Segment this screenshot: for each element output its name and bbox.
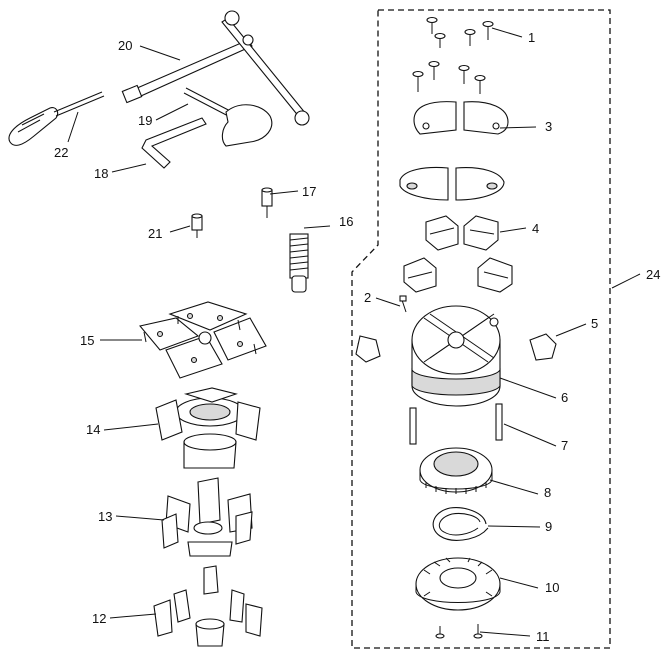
bevel-gear-8 <box>419 447 493 494</box>
callout-21: 21 <box>148 226 162 241</box>
pin-21 <box>191 213 203 238</box>
threaded-spindle-16 <box>289 233 309 293</box>
l-hex-key-18 <box>141 117 207 169</box>
pins-7 <box>409 403 503 445</box>
callout-4: 4 <box>532 221 539 236</box>
callout-15: 15 <box>80 333 94 348</box>
jaw-set-12 <box>153 565 263 647</box>
pinions-5 <box>355 333 557 363</box>
callout-9: 9 <box>545 519 552 534</box>
jaw-set-14 <box>155 387 261 469</box>
callout-22: 22 <box>54 145 68 160</box>
t-handle-key-19 <box>183 87 273 147</box>
screwdriver-22 <box>8 91 105 146</box>
callout-12: 12 <box>92 611 106 626</box>
callout-5: 5 <box>591 316 598 331</box>
screws-1 <box>412 16 494 94</box>
scroll-plate-10 <box>415 557 501 611</box>
callout-7: 7 <box>561 438 568 453</box>
callout-24: 24 <box>646 267 660 282</box>
kit-boundary-24 <box>351 9 611 649</box>
callout-6: 6 <box>561 390 568 405</box>
callout-11: 11 <box>536 629 550 644</box>
callout-1: 1 <box>528 30 535 45</box>
callout-16: 16 <box>339 214 353 229</box>
callout-17: 17 <box>302 184 316 199</box>
jaw-set-15 <box>138 301 267 379</box>
part-2 <box>399 295 407 313</box>
callout-3: 3 <box>545 119 552 134</box>
chuck-body-6 <box>411 305 501 407</box>
jaws-4 <box>403 215 513 293</box>
callout-10: 10 <box>545 580 559 595</box>
callout-18: 18 <box>94 166 108 181</box>
t-wrench-20 <box>121 10 310 126</box>
screws-11 <box>435 624 483 639</box>
snap-ring-9 <box>432 507 489 541</box>
leader-lines <box>67 27 641 637</box>
jaws-3 <box>399 101 509 201</box>
callout-2: 2 <box>364 290 371 305</box>
pin-17 <box>261 187 273 218</box>
callout-20: 20 <box>118 38 132 53</box>
callout-13: 13 <box>98 509 112 524</box>
callout-8: 8 <box>544 485 551 500</box>
callout-14: 14 <box>86 422 100 437</box>
callout-19: 19 <box>138 113 152 128</box>
jaw-set-13 <box>161 477 253 557</box>
